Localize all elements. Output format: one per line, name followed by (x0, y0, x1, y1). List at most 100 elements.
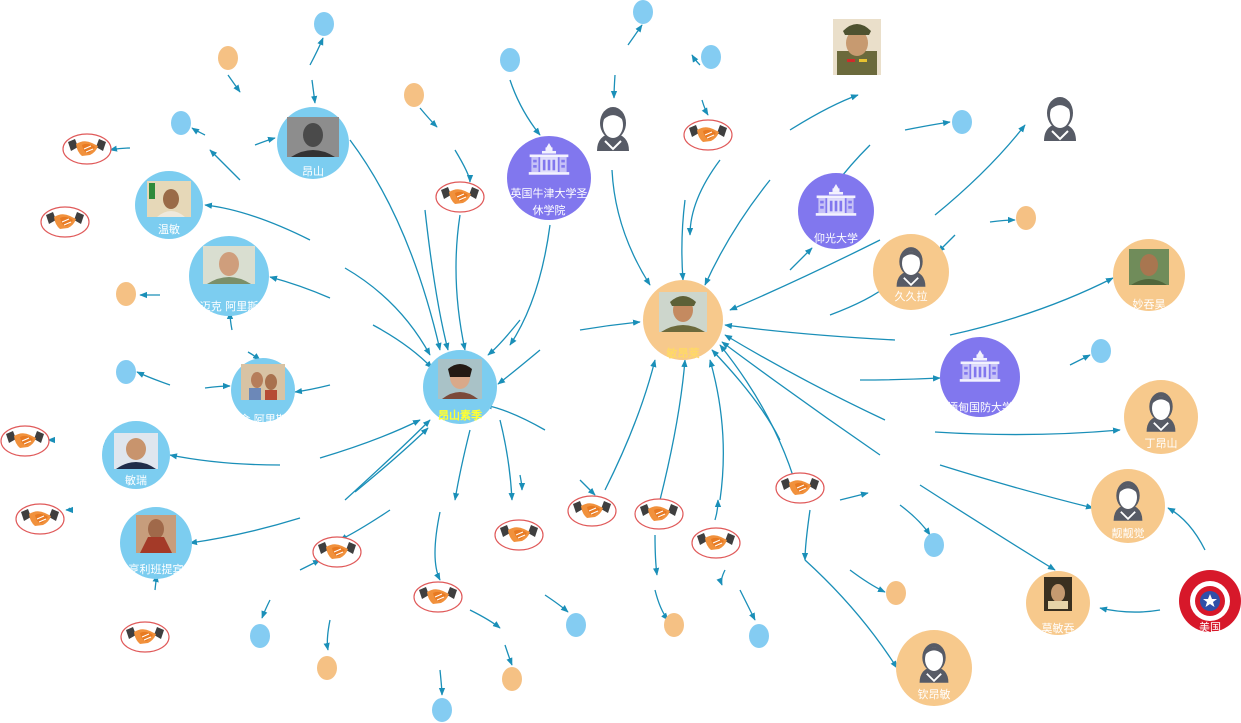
edge (434, 511, 441, 581)
edge (323, 619, 331, 651)
edge (724, 334, 886, 421)
general-photo-node (833, 19, 881, 75)
dot-blue (314, 12, 334, 36)
dot-blue (250, 624, 270, 648)
node-kim: 金 阿里斯 (231, 358, 295, 426)
edge (309, 37, 324, 66)
dot-orange (404, 83, 424, 107)
node-label: 休学院 (533, 203, 566, 217)
edge (227, 74, 241, 93)
edges (47, 24, 1206, 696)
edge (604, 359, 657, 491)
edge (497, 349, 541, 385)
edge (611, 169, 651, 286)
edge (610, 74, 618, 99)
handshake-icon (120, 621, 170, 653)
node-jjl: 久久拉 (873, 234, 949, 310)
handshake-icon (413, 581, 463, 613)
node-label: 英国牛津大学圣 (511, 186, 588, 200)
edge (294, 384, 331, 395)
node-label: 迈克 阿里斯 (200, 300, 259, 313)
edge (691, 54, 701, 66)
node-assk: 昂山素季 (423, 350, 497, 424)
edge (934, 124, 1026, 216)
edge (654, 589, 669, 621)
edge (109, 145, 131, 152)
dot-orange (218, 46, 238, 70)
edge (652, 534, 660, 576)
dot-blue (924, 533, 944, 557)
edge (499, 419, 515, 501)
node-label: 敏瑞 (125, 473, 147, 487)
edge (686, 159, 721, 236)
edge (518, 474, 526, 491)
edge (701, 99, 709, 116)
node-label: 温敏 (158, 222, 180, 236)
node-label: 丁昂山 (1145, 437, 1178, 450)
edge (1167, 507, 1206, 551)
handshake-icon (15, 503, 65, 535)
node-label: 金 阿里斯 (239, 412, 287, 426)
handshake-icon (312, 536, 362, 568)
edge (189, 517, 301, 546)
edge (1099, 606, 1161, 613)
handshake-icon (683, 119, 733, 151)
edge (191, 127, 206, 136)
edge (438, 669, 446, 696)
dot-blue (952, 110, 972, 134)
edge (1069, 354, 1091, 366)
dot-blue (171, 111, 191, 135)
edge (254, 136, 276, 146)
handshake-icon (62, 133, 112, 165)
handshake-icon (567, 495, 617, 527)
dot-orange (317, 656, 337, 680)
edge (704, 179, 771, 286)
edge (504, 644, 513, 666)
edge (454, 149, 474, 183)
portrait-photo (241, 364, 285, 400)
edge (344, 267, 431, 356)
edge (989, 216, 1016, 224)
avatar-nodes (595, 19, 1078, 153)
edge (319, 419, 421, 459)
dot-blue (701, 45, 721, 69)
edge (544, 594, 569, 613)
dot-blue (1091, 339, 1111, 363)
dot-blue (116, 360, 136, 384)
node-label: 美国 (1199, 621, 1221, 634)
dot-orange (664, 613, 684, 637)
edge (372, 324, 433, 369)
node-label: 久久拉 (895, 289, 928, 303)
edge (469, 609, 501, 629)
node-label: 妙吞昊 (1133, 297, 1166, 311)
node-mal: 敏昂莱 (643, 280, 723, 360)
node-jjj: 靓靓觉 (1091, 469, 1165, 543)
handshake-icon (494, 519, 544, 551)
dot-blue (566, 613, 586, 637)
node-label: 钦昂敏 (918, 687, 951, 701)
edge (261, 599, 271, 619)
node-winmyint: 温敏 (135, 171, 203, 239)
edge (934, 427, 1121, 436)
edge (721, 341, 881, 456)
node-label: 昂山 (302, 165, 324, 178)
edge (299, 559, 321, 571)
dot-orange (502, 667, 522, 691)
handshake-icon (775, 472, 825, 504)
edge (344, 419, 431, 501)
edge (627, 24, 643, 46)
node-mdu: 缅甸国防大学 (940, 337, 1020, 417)
node-michael: 迈克 阿里斯 (189, 236, 269, 316)
edge (424, 209, 450, 351)
node-label: 亨利班提宾 (129, 562, 184, 576)
node-monk: 亨利班提宾 (120, 507, 192, 579)
edge (136, 371, 171, 386)
node-label: 靓靓觉 (1112, 526, 1145, 540)
unnamed-person-node (1042, 95, 1078, 143)
handshake-icon (0, 425, 50, 457)
edge (419, 107, 438, 128)
edge (487, 319, 521, 356)
avatar-icon (1042, 95, 1078, 143)
edge (801, 509, 811, 561)
dot-blue (432, 698, 452, 722)
